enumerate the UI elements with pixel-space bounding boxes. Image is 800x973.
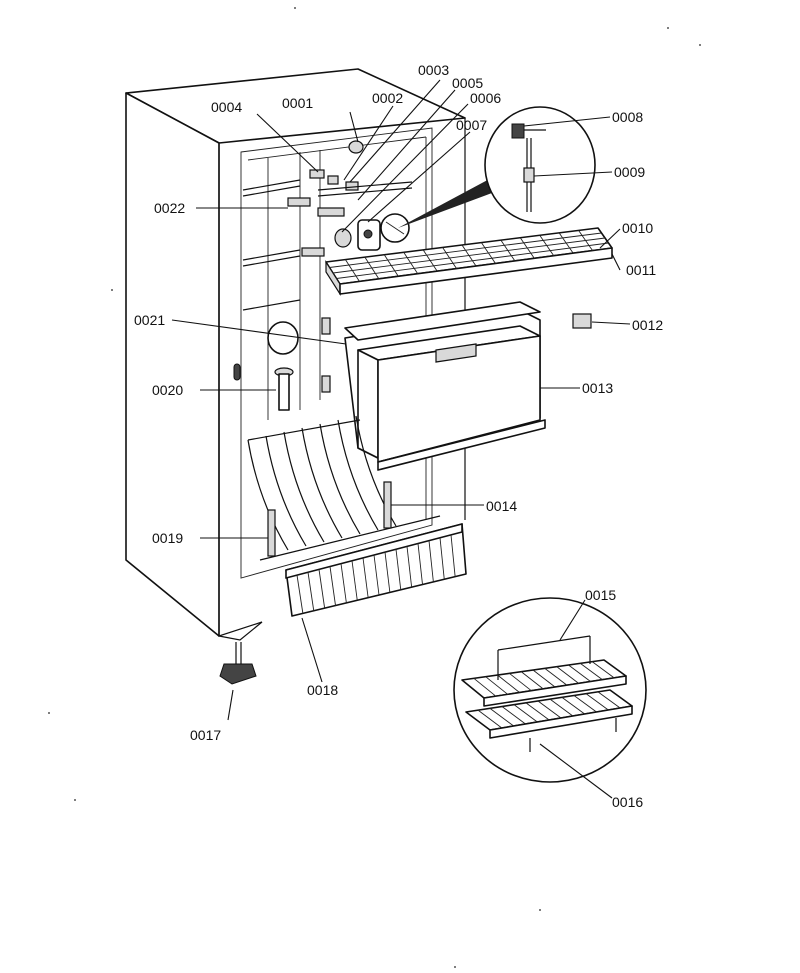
- wire-rod: [450, 534, 456, 577]
- label-0005: 0005: [452, 75, 483, 91]
- wire-rod: [597, 691, 621, 709]
- label-0017: 0017: [190, 727, 221, 743]
- rack-wire: [301, 427, 343, 539]
- wire-rod: [489, 707, 514, 727]
- leader-lines: [171, 79, 631, 799]
- label-0020: 0020: [152, 382, 183, 398]
- wire-rod: [296, 575, 304, 614]
- label-0012: 0012: [632, 317, 663, 333]
- wire-rod: [580, 662, 603, 681]
- rack-wire: [265, 435, 307, 547]
- wire-rod: [473, 677, 497, 697]
- label-0011: 0011: [626, 262, 656, 278]
- wire-rod: [568, 664, 591, 682]
- label-0002: 0002: [372, 90, 403, 106]
- bottom-grille-0018: [285, 523, 467, 617]
- label-0018: 0018: [307, 682, 338, 698]
- wire-rod: [332, 237, 606, 274]
- wire-rod: [329, 566, 336, 606]
- label-0022: 0022: [154, 200, 185, 216]
- wire-rod: [307, 572, 315, 611]
- label-0001: 0001: [282, 95, 313, 111]
- scan-specks: [48, 7, 701, 968]
- vent-0021: [267, 321, 299, 355]
- bracket-0014: [383, 481, 392, 529]
- wire-rod: [585, 693, 609, 711]
- wire-rod: [340, 563, 347, 603]
- wire-rod: [373, 554, 380, 596]
- wire-rod: [532, 669, 556, 688]
- part-labels: 0001 0004 0002 0003 0005 0006 0007 0008 …: [134, 62, 663, 810]
- wire-rod: [525, 702, 550, 721]
- label-0021: 0021: [134, 312, 165, 328]
- cabinet: [125, 68, 466, 641]
- rack-wire: [283, 431, 325, 543]
- label-0019: 0019: [152, 530, 183, 546]
- wire-rod: [318, 569, 326, 609]
- label-0016: 0016: [612, 794, 643, 810]
- wire-rod: [513, 704, 538, 723]
- wire-rod: [336, 242, 609, 279]
- label-0015: 0015: [585, 587, 616, 603]
- thermostat-detail: [484, 106, 596, 224]
- wire-rod: [395, 549, 402, 590]
- wire-rod: [485, 676, 508, 695]
- rack-wire: [319, 423, 361, 535]
- wire-rod: [351, 560, 358, 601]
- clip-0012: [572, 313, 592, 329]
- label-0014: 0014: [486, 498, 517, 514]
- wire-rod: [591, 661, 615, 679]
- wire-rod: [329, 232, 602, 268]
- wire-rod: [247, 419, 361, 441]
- wire-rod: [439, 537, 445, 580]
- wire-rod: [549, 698, 574, 717]
- label-0006: 0006: [470, 90, 501, 106]
- wire-rod: [362, 557, 369, 598]
- interior-components: [267, 140, 500, 411]
- wire-rod: [544, 667, 568, 686]
- rack-wire: [337, 419, 379, 531]
- shelf-0010: [325, 227, 613, 297]
- wire-rod: [406, 546, 413, 588]
- label-0007: 0007: [456, 117, 487, 133]
- freezer-compartment-0013: [344, 301, 546, 471]
- wire-rod: [259, 515, 441, 561]
- shelf-detail: [453, 597, 647, 783]
- wire-rod: [556, 666, 579, 684]
- wire-rod: [497, 674, 520, 693]
- label-0003: 0003: [418, 62, 449, 78]
- bracket-0019: [267, 509, 276, 557]
- wire-rod: [477, 709, 503, 729]
- wire-rod: [384, 552, 391, 593]
- wire-rod: [417, 543, 423, 585]
- leveling-foot-0017: [219, 642, 257, 685]
- wire-rod: [537, 700, 562, 719]
- label-0010: 0010: [622, 220, 653, 236]
- label-0013: 0013: [582, 380, 613, 396]
- rack-wire: [247, 439, 289, 551]
- wire-rod: [428, 540, 434, 582]
- label-0004: 0004: [211, 99, 242, 115]
- wire-rod: [501, 706, 526, 725]
- wire-rod: [520, 671, 544, 690]
- wire-rod: [561, 696, 585, 715]
- label-0009: 0009: [614, 164, 645, 180]
- wire-rod: [509, 672, 532, 692]
- wire-rod: [573, 695, 597, 713]
- bracket-0022: [287, 197, 311, 207]
- label-0008: 0008: [612, 109, 643, 125]
